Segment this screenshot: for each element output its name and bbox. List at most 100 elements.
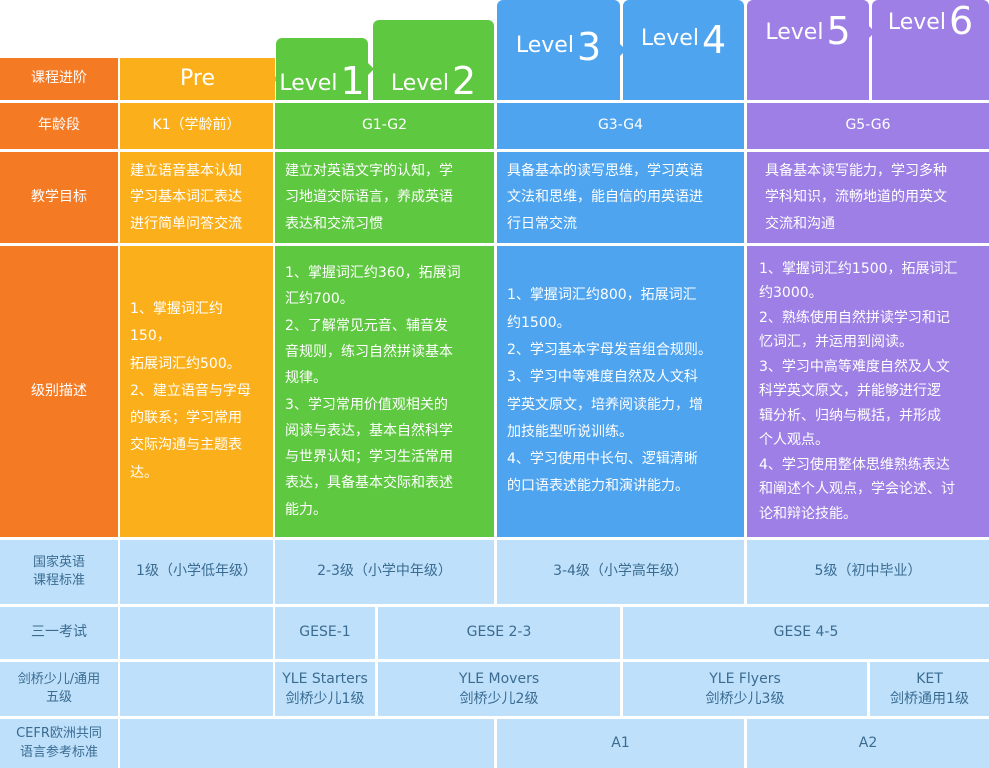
desc-line: 忆词汇，并运用到阅读。 [759,334,913,351]
desc-g3-g4: 1、掌握词汇约800，拓展词汇 约1500。 2、学习基本字母发音组合规则。 3… [497,246,744,537]
desc-line: 1、掌握词汇约360，拓展词 [285,264,461,281]
desc-line: 2、了解常见元音、辅音发 [285,317,448,334]
desc-line: 3、学习中高等难度自然及人文 [759,358,950,375]
age-g3-g4: G3-G4 [497,103,744,149]
level-number: 5 [826,9,851,53]
desc-line: 表达，具备基本交际和表述 [285,475,453,492]
age-g1-g2: G1-G2 [275,103,494,149]
goal-line: 进行简单问答交流 [130,215,242,232]
goal-pre: 建立语音基本认知 学习基本词汇表达 进行简单问答交流 [120,152,273,243]
label-line: 语言参考标准 [19,744,98,760]
desc-line: 辑分析、归纳与概括，并形成 [759,407,941,424]
chevron-right-icon [366,61,374,77]
cambridge-ket: KET 剑桥通用1级 [870,662,989,716]
national-pre: 1级（小学低年级） [120,540,273,604]
cambridge-pre-empty [120,662,273,716]
desc-line: 与世界认知；学习生活常用 [285,449,453,466]
desc-line: 阅读与表达，基本自然科学 [285,422,453,439]
goal-line: 具备基本读写能力，学习多种 [765,162,947,179]
row-label-desc: 级别描述 [0,246,118,537]
level-word: Level [515,32,574,58]
goal-line: 行日常交流 [507,215,577,232]
goal-line: 具备基本的读写思维，学习英语 [507,162,703,179]
row-label-national: 国家英语 课程标准 [0,540,118,604]
desc-line: 科学英文原文，并能够进行逻 [759,383,941,400]
desc-line: 和阐述个人观点，学会论述、讨 [759,481,955,498]
row-label-age: 年龄段 [0,103,118,149]
level-number: 6 [948,0,974,43]
label-line: CEFR欧洲共同 [16,726,102,742]
desc-line: 拓展词汇约500。 [130,355,241,372]
cambridge-exam-cn: 剑桥少儿2级 [459,691,539,707]
cefr-a2: A2 [747,719,989,768]
national-g5-g6: 5级（初中毕业） [747,540,989,604]
national-g3-g4: 3-4级（小学高年级） [497,540,744,604]
desc-line: 加技能型听说训练。 [507,423,633,440]
label-line: 剑桥少儿/通用 [17,671,101,687]
stage-level-3: Level 3 [497,0,620,100]
level-number: 3 [576,25,602,69]
desc-line: 3、学习中等难度自然及人文科 [507,369,698,386]
desc-line: 2、学习基本字母发音组合规则。 [507,341,712,358]
trinity-gese-1: GESE-1 [275,607,375,659]
row-label-cefr: CEFR欧洲共同 语言参考标准 [0,719,118,768]
goal-g5-g6: 具备基本读写能力，学习多种 学科知识，流畅地道的用英文 交流和沟通 [747,152,989,243]
chevron-right-icon [867,24,875,40]
desc-g5-g6: 1、掌握词汇约1500，拓展词汇 约3000。 2、熟练使用自然拼读学习和记 忆… [747,246,989,537]
national-g1-g2: 2-3级（小学中年级） [275,540,494,604]
stage-level-5: Level 5 [747,0,869,100]
goal-line: 建立语音基本认知 [130,162,242,179]
desc-line: 1、掌握词汇约800，拓展词汇 [507,287,697,304]
goal-line: 学科知识，流畅地道的用英文 [765,189,947,206]
chevron-right-icon [618,42,626,58]
desc-pre: 1、掌握词汇约150， 拓展词汇约500。 2、建立语音与字母 的联系；学习常用… [120,246,273,537]
goal-g1-g2: 建立对英语文字的认知，学 习地道交际语言，养成英语 表达和交流习惯 [275,152,494,243]
row-label-cambridge: 剑桥少儿/通用 五级 [0,662,118,716]
desc-line: 2、熟练使用自然拼读学习和记 [759,309,950,326]
cambridge-exam-cn: 剑桥少儿3级 [705,691,785,707]
desc-line: 交际沟通与主题表 [130,437,242,454]
desc-line: 规律。 [285,370,327,387]
goal-line: 学习基本词汇表达 [130,189,242,206]
stage-level-4: Level 4 [623,0,744,100]
level-number: 4 [701,18,727,62]
goal-line: 建立对英语文字的认知，学 [285,162,453,179]
goal-g3-g4: 具备基本的读写思维，学习英语 文法和思维，能自信的用英语进 行日常交流 [497,152,744,243]
desc-line: 1、掌握词汇约1500，拓展词汇 [759,260,958,277]
trinity-gese-2-3: GESE 2-3 [378,607,620,659]
desc-g1-g2: 1、掌握词汇约360，拓展词 汇约700。 2、了解常见元音、辅音发 音规则，练… [275,246,494,537]
desc-line: 能力。 [285,501,327,518]
label-line: 课程标准 [32,573,85,588]
trinity-pre-empty [120,607,273,659]
chevron-right-icon [270,71,278,87]
desc-line: 达。 [130,464,158,481]
desc-line: 约1500。 [507,314,571,331]
cefr-a1: A1 [497,719,744,768]
cambridge-movers: YLE Movers 剑桥少儿2级 [378,662,620,716]
desc-line: 1、掌握词汇约150， [130,300,223,345]
cambridge-exam-cn: 剑桥少儿1级 [285,691,365,707]
desc-line: 的联系；学习常用 [130,410,242,427]
stage-level-2: Level 2 [373,20,494,100]
cambridge-exam-en: YLE Starters [282,670,368,687]
stage-pre: Pre [120,58,275,100]
label-line: 五级 [45,690,72,705]
trinity-gese-4-5: GESE 4-5 [623,607,989,659]
desc-line: 个人观点。 [759,432,829,449]
level-word: Level [390,71,449,96]
row-label-trinity: 三一考试 [0,607,118,659]
cambridge-exam-en: KET [916,670,943,687]
level-word: Level [640,25,699,51]
level-number: 2 [451,59,477,103]
desc-line: 学英文原文，培养阅读能力，增 [507,396,703,413]
desc-line: 4、学习使用中长句、逻辑清晰 [507,451,698,468]
level-word: Level [279,71,338,96]
row-label-goal: 教学目标 [0,152,118,243]
desc-line: 的口语表述能力和演讲能力。 [507,478,689,495]
label-line: 国家英语 [32,554,85,570]
stage-level-1: Level 1 [276,38,368,100]
desc-line: 4、学习使用整体思维熟练表达 [759,456,950,473]
cambridge-starters: YLE Starters 剑桥少儿1级 [275,662,375,716]
level-number: 1 [340,59,365,103]
goal-line: 习地道交际语言，养成英语 [285,189,453,206]
